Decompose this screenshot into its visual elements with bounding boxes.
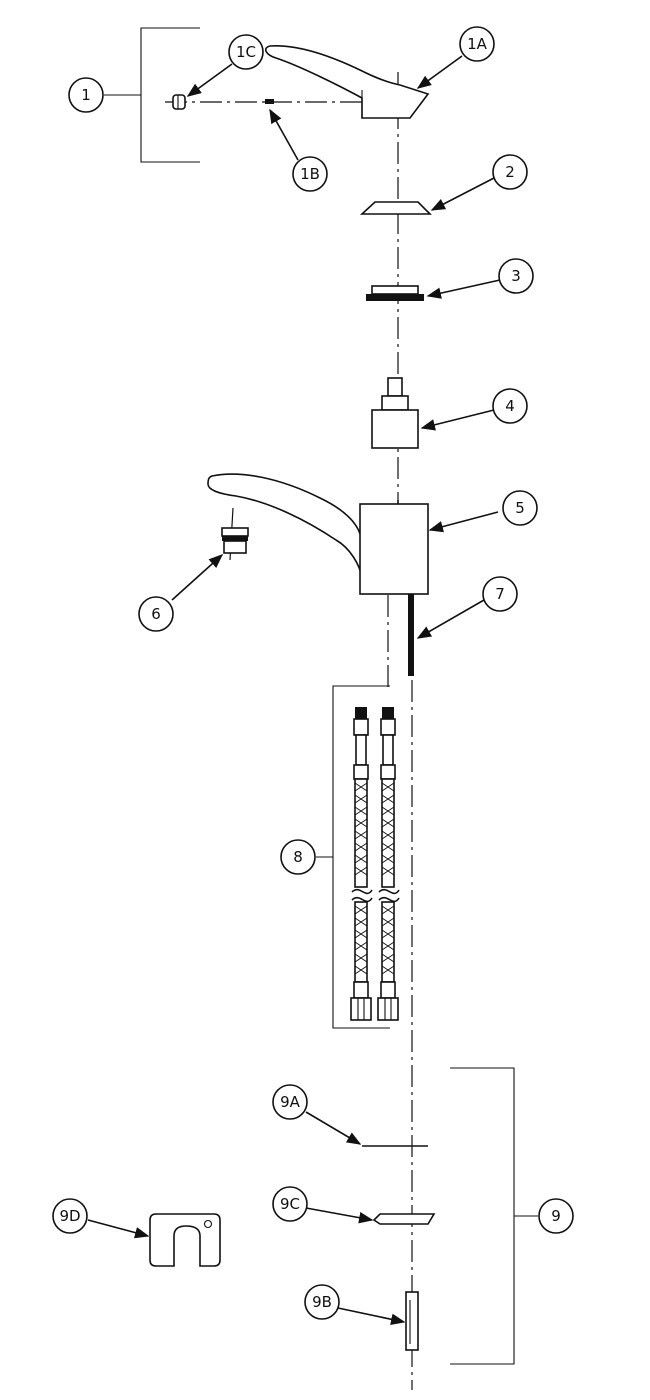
part-9d-wrench-hole	[203, 1219, 213, 1229]
callout-3-label: 3	[511, 267, 521, 285]
callout-4: 4	[492, 388, 528, 424]
callout-2: 2	[492, 154, 528, 190]
callout-1c-label: 1C	[236, 43, 256, 61]
callout-1c: 1C	[228, 34, 264, 70]
part-9c-support-plate	[372, 1213, 436, 1225]
callout-9d-label: 9D	[59, 1207, 80, 1225]
callout-1b: 1B	[292, 156, 328, 192]
callout-5-label: 5	[515, 499, 525, 517]
callout-6-label: 6	[151, 605, 161, 623]
part-1c-cap-screw	[172, 94, 186, 110]
part-9d-wrench	[149, 1213, 221, 1267]
part-8-flex-hose-left	[350, 707, 373, 1021]
callout-9a-label: 9A	[280, 1093, 301, 1111]
part-7-mounting-rod	[408, 594, 414, 676]
callout-8: 8	[280, 839, 316, 875]
callout-5: 5	[502, 490, 538, 526]
part-1b-set-screw	[265, 99, 274, 104]
part-4-cartridge	[371, 377, 419, 449]
callout-3: 3	[498, 258, 534, 294]
callout-9-label: 9	[551, 1207, 561, 1225]
part-8-flex-hose-right	[377, 707, 400, 1021]
callout-1a: 1A	[459, 26, 495, 62]
part-5-faucet-body	[207, 473, 429, 595]
callout-1b-label: 1B	[300, 165, 320, 183]
part-1a-handle	[264, 45, 430, 119]
group-8-bracket	[316, 685, 390, 1029]
callout-7-label: 7	[495, 585, 505, 603]
callout-4-label: 4	[505, 397, 515, 415]
callout-9b-label: 9B	[312, 1293, 332, 1311]
callout-9: 9	[538, 1198, 574, 1234]
callout-1a-label: 1A	[467, 35, 488, 53]
part-3-retaining-nut	[366, 285, 424, 301]
callout-1: 1	[68, 77, 104, 113]
callout-2-label: 2	[505, 163, 515, 181]
callout-1-label: 1	[81, 86, 91, 104]
part-9b-fixing-nut	[405, 1291, 419, 1351]
callout-9c: 9C	[272, 1186, 308, 1222]
callout-9d: 9D	[52, 1198, 88, 1234]
part-6-aerator	[221, 527, 249, 554]
callout-9a: 9A	[272, 1084, 308, 1120]
group-9-bracket	[450, 1067, 538, 1365]
group-1-bracket	[104, 27, 200, 163]
callout-9b: 9B	[304, 1284, 340, 1320]
callout-9c-label: 9C	[280, 1195, 300, 1213]
callout-7: 7	[482, 576, 518, 612]
leader-arrows	[87, 55, 501, 1325]
callout-6: 6	[138, 596, 174, 632]
callout-8-label: 8	[293, 848, 303, 866]
part-2-dome-cap	[359, 201, 432, 215]
